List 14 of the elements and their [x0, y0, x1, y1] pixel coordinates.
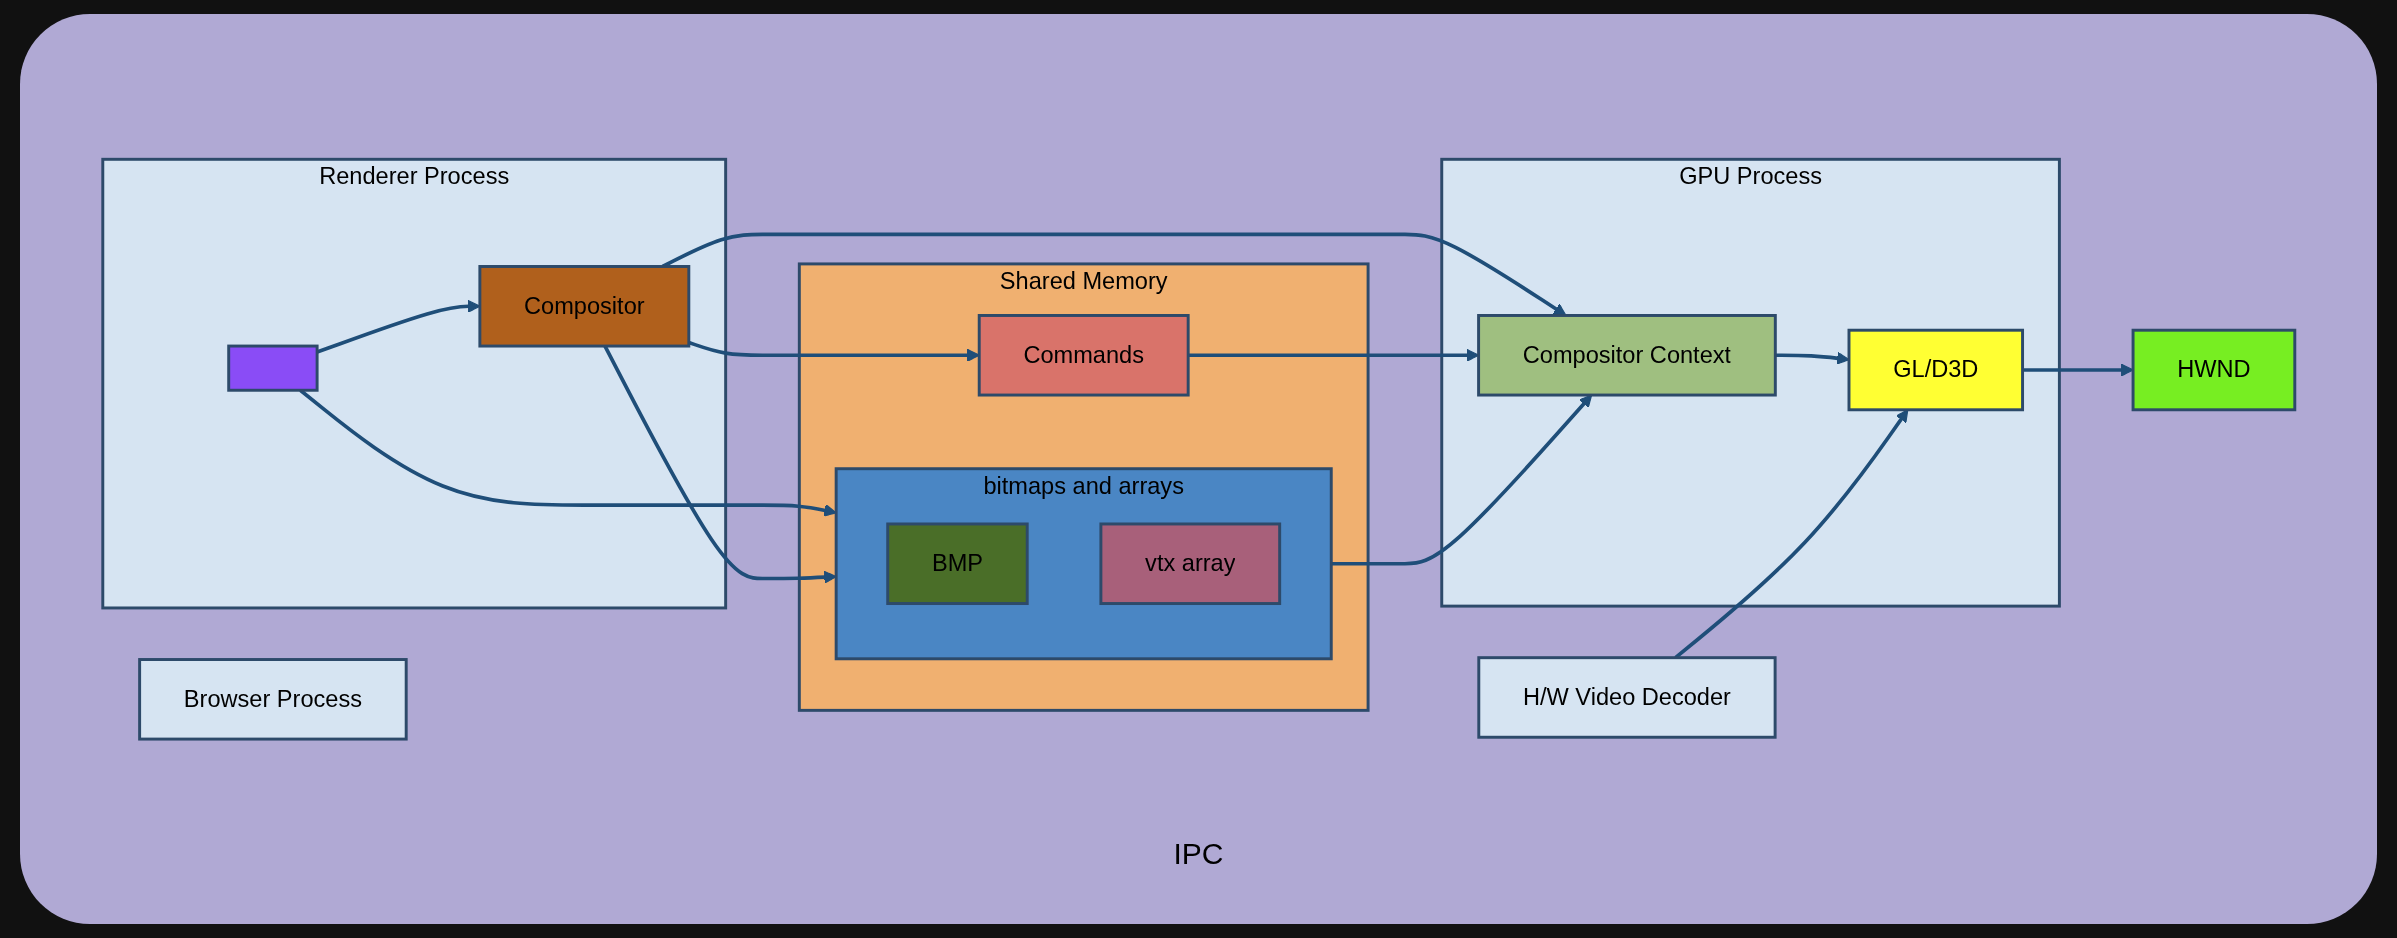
arrow — [1187, 348, 1479, 362]
arrow — [1330, 394, 1592, 566]
node-box: H/W Video Decoder — [1477, 656, 1777, 739]
node-box: BMP — [885, 522, 1029, 605]
node-box: HWND — [2131, 328, 2296, 412]
node-box: Commands — [977, 313, 1190, 397]
node-box: Compositor — [478, 264, 690, 348]
node-box: Compositor Context — [1476, 313, 1777, 397]
arrow — [661, 232, 1567, 316]
ipc-label: IPC — [1173, 837, 1224, 871]
node-box: GL/D3D — [1847, 328, 2024, 412]
node-box: vtx array — [1099, 522, 1281, 605]
node-box — [226, 344, 319, 392]
node-box: Browser Process — [137, 657, 408, 741]
